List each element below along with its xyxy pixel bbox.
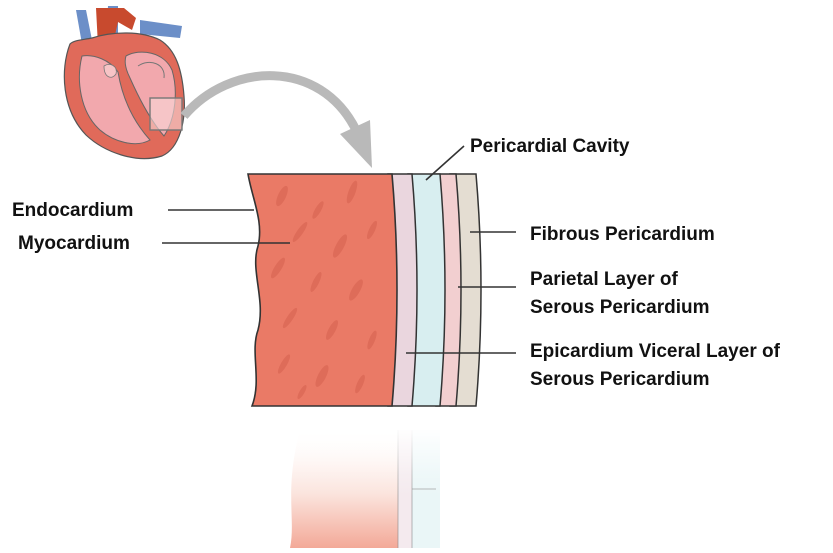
label-epicardium-line2: Serous Pericardium [530, 369, 710, 390]
heart-wall-section [248, 174, 481, 406]
label-pericardial-cavity: Pericardial Cavity [470, 136, 630, 157]
curved-arrow-icon [184, 76, 372, 168]
label-parietal-line2: Serous Pericardium [530, 297, 710, 318]
label-endocardium: Endocardium [12, 200, 133, 221]
label-parietal-line1: Parietal Layer of [530, 269, 679, 290]
label-myocardium: Myocardium [18, 233, 130, 254]
section-reflection [280, 426, 460, 548]
label-epicardium-line1: Epicardium Viceral Layer of [530, 341, 781, 362]
heart-icon [64, 6, 184, 159]
label-fibrous-pericardium: Fibrous Pericardium [530, 224, 715, 245]
